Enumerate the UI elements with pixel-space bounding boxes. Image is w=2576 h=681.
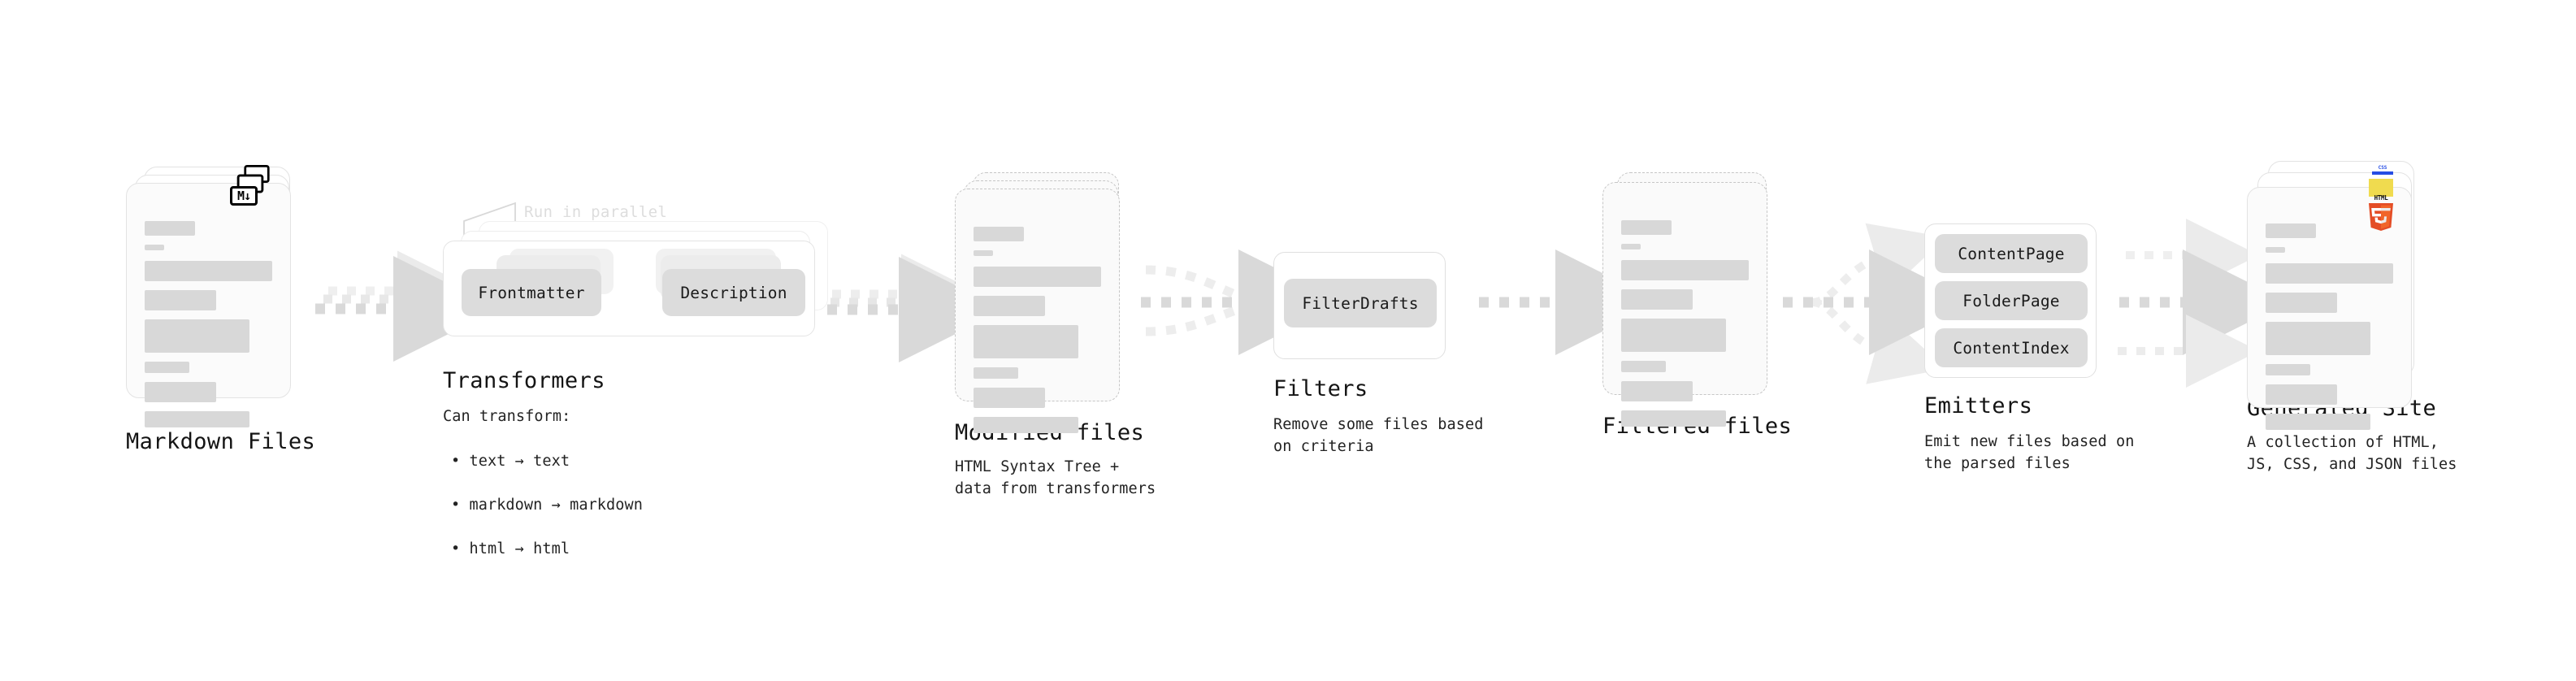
emitter-pill-contentindex[interactable]: ContentIndex xyxy=(1935,328,2088,367)
arrow-modified-to-filters xyxy=(1141,249,1344,355)
emitter-pill-contentindex-label: ContentIndex xyxy=(1953,338,2070,358)
stage-title-emitters: Emitters xyxy=(1924,393,2033,419)
transformers-bullets: • text → text • markdown → markdown • ht… xyxy=(443,430,833,583)
js-badge xyxy=(2369,179,2393,197)
transformers-bullet-2: • html → html xyxy=(451,540,570,557)
arrow-filtered-to-emitters xyxy=(1783,223,1975,384)
css-badge-label: CSS xyxy=(2378,165,2387,171)
arrow-transformers-to-modified xyxy=(827,254,1004,362)
stage-title-filters: Filters xyxy=(1273,376,1368,401)
markdown-file-stack: M↓ xyxy=(126,164,301,427)
modified-card-front xyxy=(955,189,1120,433)
transformers-bullet-0: • text → text xyxy=(451,453,570,471)
emitter-pill-folderpage[interactable]: FolderPage xyxy=(1935,281,2088,320)
stage-generated-site: CSS HTML Generated Site A collection of … xyxy=(2247,161,2457,475)
stage-filtered-files: Filtered files xyxy=(1602,172,1792,440)
emitter-pill-contentpage[interactable]: ContentPage xyxy=(1935,234,2088,273)
file-skeleton-lines xyxy=(145,221,272,436)
css-badge: CSS xyxy=(2372,164,2393,175)
html5-badge-label: HTML xyxy=(2374,194,2388,202)
site-skeleton-lines xyxy=(2266,223,2393,439)
stage-transformers: Run in parallel Frontmatter Description … xyxy=(443,195,833,582)
emitter-pill-contentpage-label: ContentPage xyxy=(1958,244,2065,263)
stage-desc-modified-files: HTML Syntax Tree + data from transformer… xyxy=(955,458,1156,497)
transformer-pill-frontmatter-label: Frontmatter xyxy=(478,283,585,302)
modified-file-stack xyxy=(955,172,1130,433)
stage-modified-files: Modified files HTML Syntax Tree + data f… xyxy=(955,172,1156,500)
file-card-front xyxy=(126,183,291,427)
stage-desc-transformers: Can transform: xyxy=(443,407,571,425)
stage-emitters: ContentPage FolderPage ContentIndex Emit… xyxy=(1924,223,2134,475)
markdown-badge-label: M↓ xyxy=(236,188,251,203)
html5-shield-icon xyxy=(2369,202,2393,231)
transformer-pill-description-label: Description xyxy=(680,283,787,302)
stage-markdown-files: M↓ Markdown Files xyxy=(126,164,316,456)
modified-skeleton-lines xyxy=(974,227,1101,442)
stage-desc-emitters: Emit new files based on the parsed files xyxy=(1924,432,2135,472)
run-in-parallel-label: Run in parallel xyxy=(524,203,668,221)
html5-badge: HTML xyxy=(2367,195,2395,238)
stage-title-transformers: Transformers xyxy=(443,368,605,393)
transformers-bullet-1: • markdown → markdown xyxy=(451,497,643,514)
transformer-pill-description[interactable]: Description xyxy=(662,269,805,316)
generated-site-file-stack: CSS HTML xyxy=(2247,161,2434,430)
stage-desc-generated-site: A collection of HTML, JS, CSS, and JSON … xyxy=(2247,433,2457,473)
arrow-markdown-to-transformers xyxy=(315,250,499,362)
stage-filters: FilterDrafts Filters Remove some files b… xyxy=(1273,252,1483,458)
css-badge-bar xyxy=(2372,171,2393,175)
stage-title-markdown-files: Markdown Files xyxy=(126,429,316,454)
filtered-file-stack xyxy=(1602,172,1777,427)
emitter-pill-folderpage-label: FolderPage xyxy=(1962,291,2060,310)
markdown-badge: M↓ xyxy=(230,186,258,206)
filter-pill-filterdrafts-label: FilterDrafts xyxy=(1302,293,1419,313)
filtered-skeleton-lines xyxy=(1621,220,1749,436)
filtered-card-front xyxy=(1602,182,1767,427)
stage-desc-filters: Remove some files based on criteria xyxy=(1273,415,1484,455)
transformer-pill-frontmatter[interactable]: Frontmatter xyxy=(462,269,601,316)
filter-pill-filterdrafts[interactable]: FilterDrafts xyxy=(1284,279,1437,327)
